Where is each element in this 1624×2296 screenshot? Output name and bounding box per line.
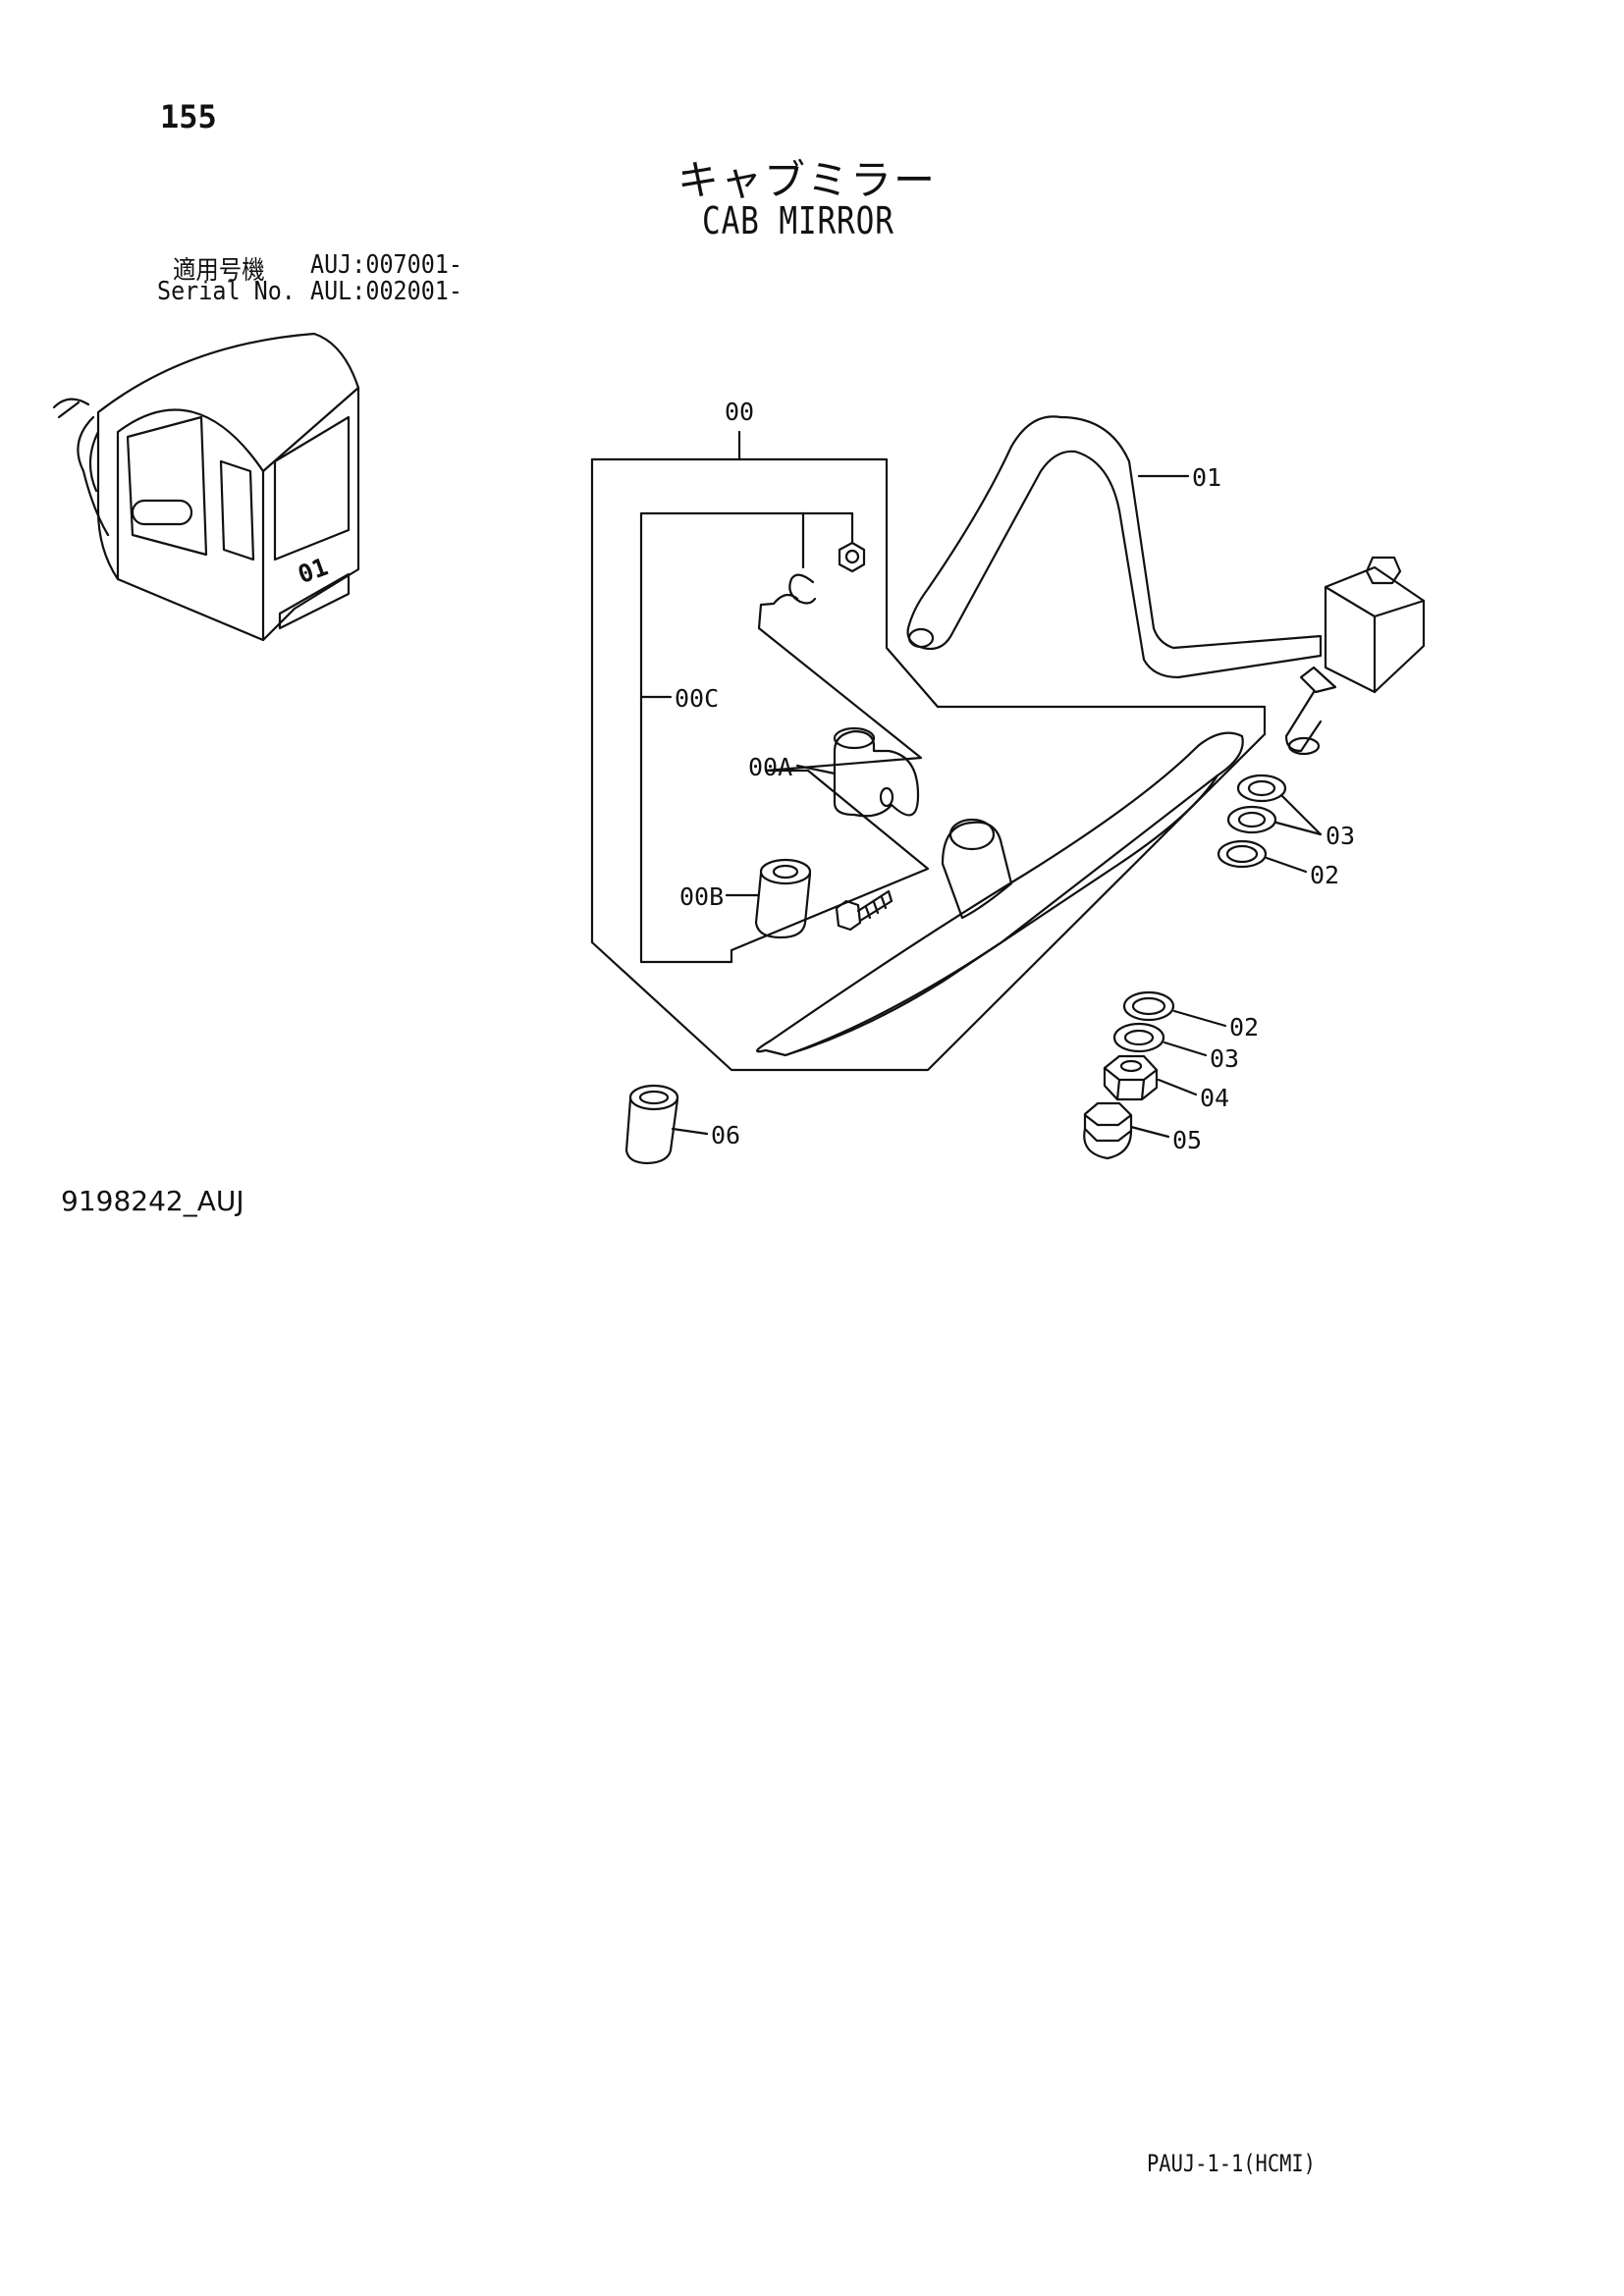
- cab-outline: [96, 332, 360, 642]
- mirror-head: [756, 731, 1244, 1057]
- washer-03-b-hole: [1237, 811, 1267, 828]
- cab-inset-illustration: [52, 332, 360, 642]
- washer-02-b-hole: [1131, 996, 1166, 1016]
- callout-02-lower: 02: [1229, 1013, 1259, 1041]
- small-nut: [838, 541, 866, 573]
- cab-mirror: [52, 398, 90, 419]
- cab-front-window: [273, 415, 351, 561]
- washer-02-a: [1217, 839, 1268, 869]
- washer-03-a-hole: [1247, 779, 1276, 797]
- leader-06: [671, 1127, 709, 1136]
- callout-00A: 00A: [748, 753, 792, 781]
- callout-03-upper: 03: [1326, 822, 1355, 850]
- part-00A-clamp: [833, 726, 920, 818]
- page-number: 155: [160, 98, 217, 135]
- washer-02-a-hole: [1225, 844, 1259, 864]
- cab-handle: [131, 499, 193, 526]
- nut-04: [1103, 1054, 1159, 1101]
- cap-nut-05: [1083, 1101, 1133, 1160]
- leader-05: [1129, 1125, 1170, 1139]
- callout-04: 04: [1200, 1084, 1229, 1112]
- serial-value-aul: AUL:002001-: [310, 277, 462, 306]
- part-01-arm: [906, 415, 1323, 679]
- part-00B-spacer: [754, 858, 812, 939]
- cab-lower-panel: [278, 572, 351, 630]
- leader-04: [1157, 1078, 1198, 1096]
- washer-03-c: [1112, 1022, 1165, 1053]
- washer-03-a: [1236, 774, 1287, 803]
- cab-side-edge: [116, 408, 265, 581]
- small-nut-hole: [844, 549, 860, 564]
- cab-corner-edge: [261, 386, 360, 642]
- part-06-spacer: [624, 1084, 679, 1165]
- callout-02-upper: 02: [1310, 861, 1339, 889]
- leader-03-a: [1274, 793, 1323, 836]
- callout-00B: 00B: [679, 882, 724, 911]
- bolt: [835, 889, 893, 932]
- washer-03-c-hole: [1123, 1029, 1155, 1046]
- cab-door-window: [126, 415, 208, 557]
- callout-00C: 00C: [675, 684, 719, 713]
- leader-00A: [795, 764, 837, 775]
- catalog-code: PAUJ-1-1(HCMI): [1147, 2150, 1316, 2177]
- callout-06: 06: [711, 1121, 740, 1149]
- leader-03-b: [1163, 1041, 1208, 1057]
- callout-00: 00: [725, 398, 754, 426]
- washer-03-b: [1226, 805, 1277, 834]
- leader-02-a: [1265, 856, 1308, 874]
- title-japanese: キャブミラー: [677, 156, 938, 204]
- callout-01: 01: [1192, 463, 1221, 492]
- drawing-number: 9198242_AUJ: [61, 1185, 244, 1217]
- assembly-00-boundary: [590, 457, 1267, 1072]
- serial-label-jp: 適用号機: [173, 256, 265, 286]
- callout-05: 05: [1172, 1126, 1202, 1154]
- arm-clamp-block: [1284, 556, 1426, 756]
- cab-mirror-mount: [77, 415, 110, 537]
- serial-label-en: Serial No.: [157, 277, 296, 306]
- washer-02-b: [1122, 990, 1175, 1022]
- cab-mark-label: 01: [294, 553, 331, 590]
- title-english: CAB MIRROR: [702, 199, 894, 242]
- leader-02-b: [1172, 1009, 1227, 1028]
- cab-side-window: [219, 459, 255, 561]
- callout-03-lower: 03: [1210, 1044, 1239, 1073]
- serial-value-auj: AUJ:007001-: [310, 250, 462, 280]
- snap-washer: [788, 573, 817, 605]
- assembly-00C-boundary: [639, 511, 930, 964]
